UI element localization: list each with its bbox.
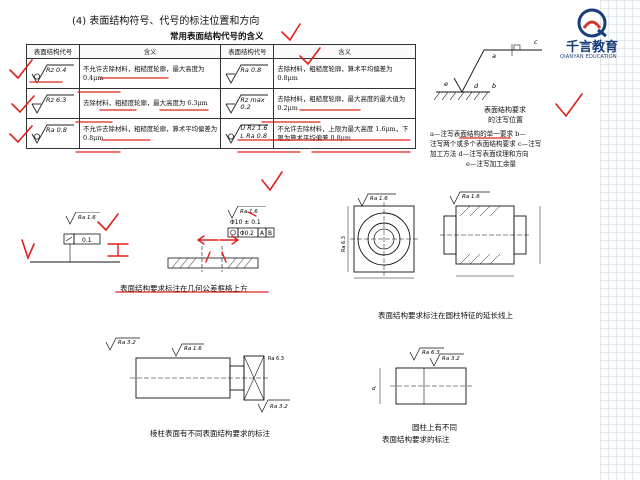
meaning-cell: 去除材料，粗糙度轮廓，最大高度的最大值为 0.2μm — [273, 88, 416, 119]
symbol-text-upper: U Rz 1.6 — [240, 123, 268, 132]
symbol-text: Ra 6.3 — [268, 356, 284, 362]
roughness-symbol-two-limits: U Rz 1.6 L Ra 0.8 — [224, 122, 270, 146]
label-c: c — [534, 38, 538, 46]
roughness-check-icon — [225, 94, 269, 114]
round-part-drawing: Ra 6.3 Ra 3.2 d — [372, 347, 472, 405]
code-cell: Rz 6.3 — [26, 88, 80, 119]
table-row: Ra 0.8 不允许去除材料，粗糙度轮廓，算术平均偏差为 0.8μm U Rz … — [26, 118, 416, 149]
meaning-cell: 去除材料，粗糙度轮廓，最大高度为 6.3μm — [78, 88, 222, 119]
symbol-text: Ra 0.8 — [46, 125, 67, 134]
dimension-text: Φ10 ± 0.1 — [230, 219, 261, 226]
caption-round-1: 圆柱上有不同 — [412, 423, 457, 432]
roughness-symbol-removal: Rz max 0.2 — [224, 92, 270, 116]
symbol-text: Ra 1.6 — [184, 346, 202, 352]
caption-cylinder: 表面结构要求标注在圆柱特征的延长线上 — [378, 311, 513, 320]
symbol-text: Ra 6.3 — [341, 236, 347, 252]
datum-ref: B — [268, 231, 272, 237]
tolerance-value: Φ0.2 — [240, 231, 254, 237]
section-heading: (4) 表面结构符号、代号的标注位置和方向 — [72, 16, 260, 27]
symbol-text: Ra 1.6 — [462, 194, 480, 200]
roughness-symbol-removal: Ra 0.8 — [224, 62, 270, 86]
roughness-check-icon — [31, 64, 74, 84]
table-row: Rz 6.3 去除材料，粗糙度轮廓，最大高度为 6.3μm Rz max 0.2… — [26, 88, 416, 119]
legend-line: a—注写表面结构的单一要求 b— — [430, 130, 526, 138]
table-header: 表面结构代号 — [220, 44, 275, 59]
symbol-text: Ra 6.3 — [422, 350, 440, 356]
tolerance-value: 0.1 — [82, 237, 92, 244]
label-e: e — [444, 80, 448, 88]
roughness-check-icon — [31, 124, 74, 144]
label-b: b — [492, 82, 496, 90]
brand-name: 千言教育 — [566, 40, 619, 55]
symbol-text: Rz 6.3 — [46, 95, 67, 104]
legend-line: 注写两个或多个表面结构要求 c—注写 — [430, 140, 542, 148]
meaning-cell: 去除材料，粗糙度轮廓，算术平均偏差为 0.8μm — [273, 58, 416, 89]
datum-ref: A — [260, 231, 264, 237]
table-header: 含义 — [273, 44, 416, 59]
symbol-text: Ra 0.8 — [240, 65, 262, 74]
roughness-symbol-no-removal: Rz 0.4 — [30, 62, 76, 86]
shaft-drawing: Ra 3.2 Ra 1.6 Ra 6.3 Ra 3.2 — [105, 337, 290, 413]
brand-subtitle: QIANYAN EDUCATION — [560, 54, 617, 60]
dimension-text: d — [372, 386, 376, 392]
position-title-2: 的注写位置 — [488, 116, 523, 124]
symbol-text: Ra 1.6 — [78, 215, 96, 221]
code-cell: Rz 0.4 — [26, 58, 80, 89]
symbol-meaning-table: 表面结构代号 含义 表面结构代号 含义 Rz 0.4 不允许去除材料，粗糙度轮廓… — [26, 44, 416, 149]
roughness-symbol-no-removal: Ra 0.8 — [30, 122, 76, 146]
table-header: 表面结构代号 — [26, 44, 80, 59]
label-a: a — [492, 52, 496, 60]
code-cell: Rz max 0.2 — [220, 88, 275, 119]
legend-line: 加工方法 d—注写表面纹理和方向 — [430, 150, 529, 158]
caption-gdt: 表面结构要求标注在几何公差框格上方 — [120, 284, 248, 293]
symbol-text: Ra 3.2 — [442, 356, 460, 362]
brand-logo-icon — [577, 8, 607, 38]
grid-background — [600, 0, 640, 480]
table-row: Rz 0.4 不允许去除材料，粗糙度轮廓，最大高度为 0.4μm Ra 0.8 … — [26, 58, 416, 89]
meaning-cell: 不允许去除材料，粗糙度轮廓，最大高度为 0.4μm — [78, 58, 222, 89]
caption-shaft: 棱柱表面有不同表面结构要求的标注 — [150, 429, 270, 438]
symbol-text-lower: L Ra 0.8 — [240, 131, 267, 140]
symbol-text: Ra 1.6 — [370, 196, 388, 202]
roughness-check-icon — [225, 64, 269, 84]
roughness-check-icon — [225, 124, 269, 144]
gdt-small-drawing: Ra 1.6 0.1 — [30, 212, 120, 263]
cylinder-drawing: Ra 1.6 Ra 6.3 Ra 1.6 — [341, 191, 541, 279]
symbol-text: Rz max 0.2 — [240, 95, 265, 111]
legend-line: e—注写加工余量 — [466, 160, 517, 168]
code-cell: U Rz 1.6 L Ra 0.8 — [220, 118, 275, 149]
symbol-text: Rz 0.4 — [46, 65, 67, 74]
position-title-1: 表面结构要求 — [484, 106, 526, 114]
table-header-row: 表面结构代号 含义 表面结构代号 含义 — [26, 44, 416, 59]
meaning-cell: 不允许去除材料，上限为最大高度 1.6μm，下限为算术平均偏差 0.8μm — [273, 118, 416, 149]
symbol-text: Ra 3.2 — [118, 340, 136, 346]
meaning-cell: 不允许去除材料，粗糙度轮廓，算术平均偏差为 0.8μm — [78, 118, 222, 149]
label-d: d — [474, 82, 479, 90]
caption-round-2: 表面结构要求的标注 — [382, 435, 450, 444]
symbol-text: Ra 3.2 — [270, 404, 288, 410]
code-cell: Ra 0.8 — [220, 58, 275, 89]
table-title: 常用表面结构代号的含义 — [170, 32, 264, 42]
symbol-position-diagram: c a e d b — [433, 38, 542, 101]
gdt-large-drawing: Ra 1.6 Φ10 ± 0.1 Φ0.2 A B — [167, 206, 275, 272]
symbol-text: Ra 1.6 — [240, 209, 258, 215]
roughness-symbol-removal: Rz 6.3 — [30, 92, 76, 116]
code-cell: Ra 0.8 — [26, 118, 80, 149]
table-header: 含义 — [78, 44, 222, 59]
